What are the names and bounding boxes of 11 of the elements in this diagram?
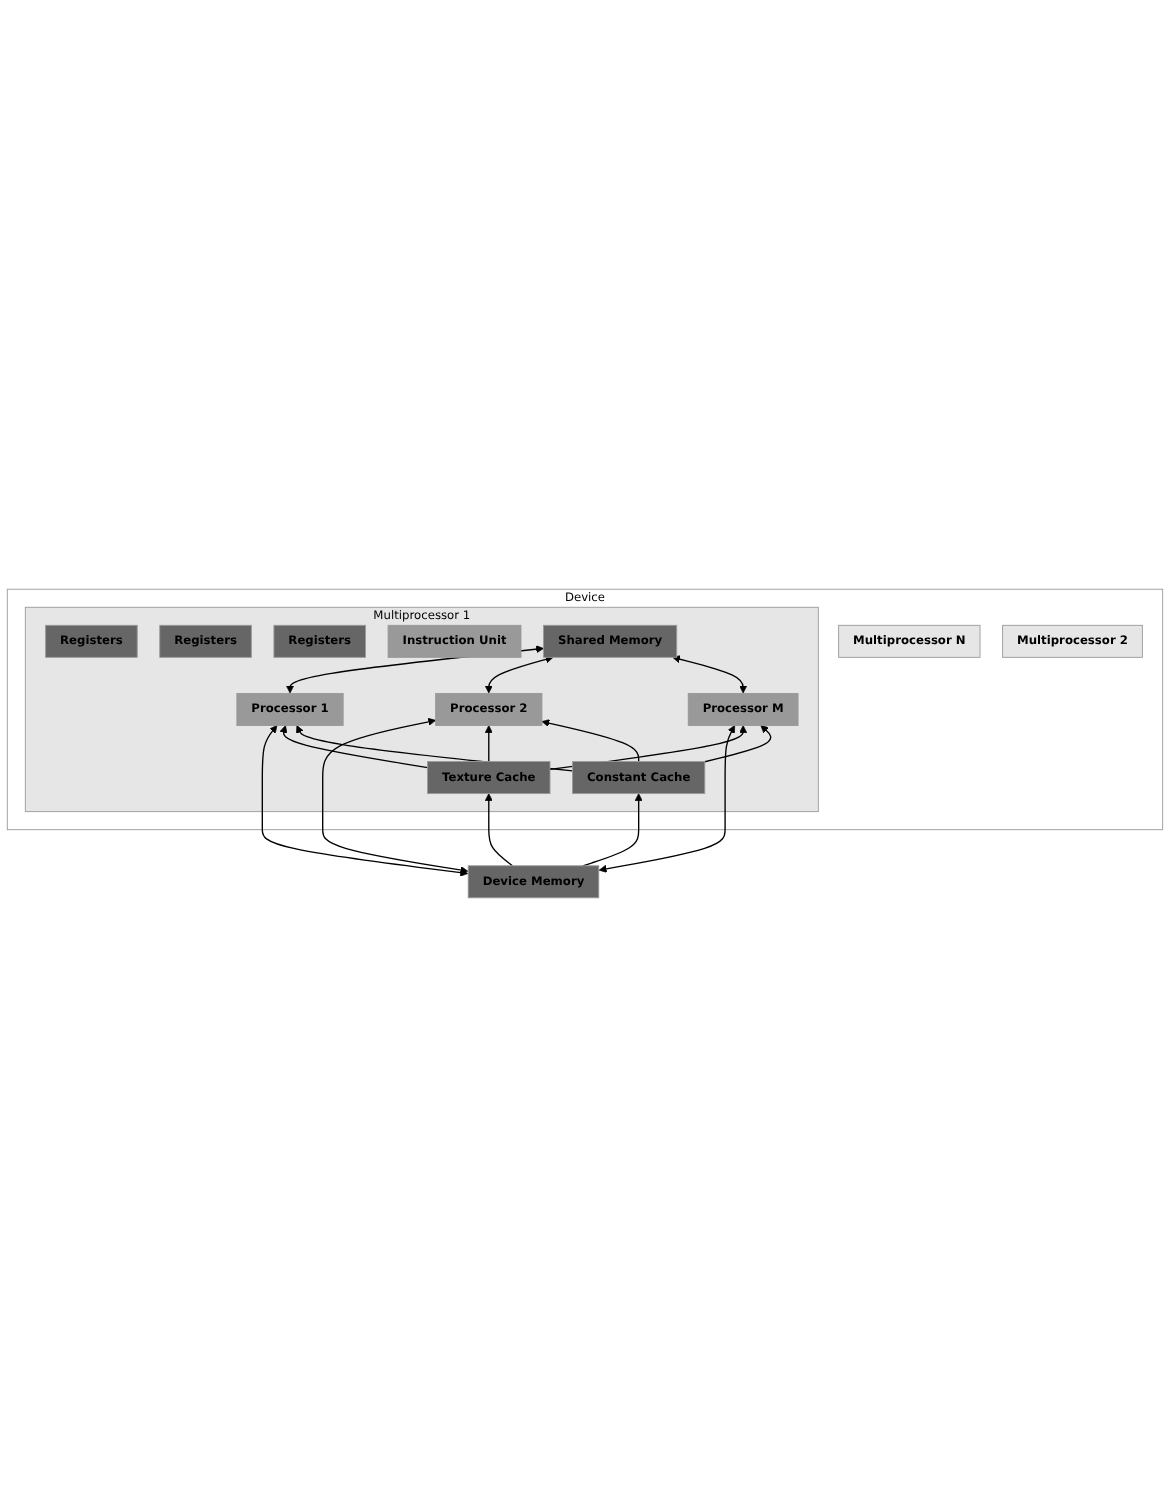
arrow <box>484 655 554 694</box>
arrow <box>541 719 640 763</box>
arrow <box>261 725 469 878</box>
arrow <box>582 793 643 867</box>
arrow <box>704 725 772 763</box>
arrow <box>598 725 736 874</box>
arrow <box>484 793 514 867</box>
arrow <box>672 655 748 694</box>
arrow <box>322 718 469 875</box>
arrow <box>484 725 493 763</box>
arrow <box>279 725 429 769</box>
